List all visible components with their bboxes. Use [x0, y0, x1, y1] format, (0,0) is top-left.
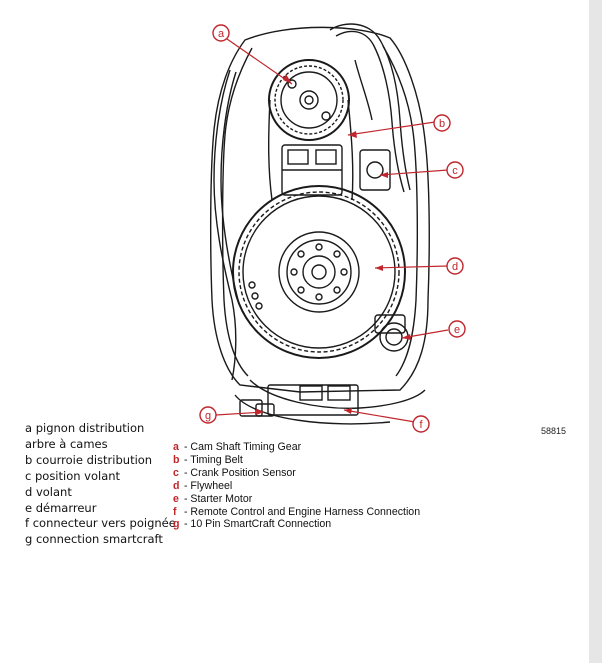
- callout-e-label: e: [454, 324, 460, 336]
- legend-label: - Timing Belt: [183, 453, 243, 466]
- callout-b-circle: [433, 114, 451, 132]
- legend-row: b - Timing Belt: [173, 454, 420, 467]
- callout-a-circle: [212, 24, 230, 42]
- callout-c-label: c: [452, 165, 458, 177]
- legend-key: a: [173, 441, 179, 453]
- note-line: g connection smartcraft: [25, 532, 163, 547]
- callout-g-label: g: [205, 410, 211, 422]
- legend-label: - Remote Control and Engine Harness Conn…: [183, 505, 421, 518]
- legend-key: d: [173, 479, 180, 492]
- note-line: arbre à cames: [25, 436, 108, 451]
- legend-label: - Flywheel: [183, 479, 233, 492]
- note-line: d volant: [25, 484, 72, 499]
- legend-row: c - Crank Position Sensor: [173, 467, 420, 480]
- note-line: e démarreur: [25, 500, 97, 515]
- legend-row: a - Cam Shaft Timing Gear: [173, 441, 420, 454]
- legend-label: - Starter Motor: [183, 492, 253, 505]
- note-line: b courroie distribution: [25, 452, 153, 467]
- note-line: f connecteur vers poignée: [25, 516, 176, 531]
- note-line: c position volant: [25, 468, 121, 483]
- french-notes: a pignon distribution arbre à cames b co…: [25, 421, 176, 548]
- note-line: a pignon distribution: [25, 421, 145, 435]
- legend-label: - 10 Pin SmartCraft Connection: [183, 518, 332, 531]
- callout-f-label: f: [419, 419, 423, 431]
- callout-f-circle: [412, 415, 430, 433]
- callout-c-circle: [446, 161, 464, 179]
- engine-diagram: a b c d e f g: [199, 23, 466, 433]
- side-scroll-strip: [589, 0, 602, 663]
- figure-number: 58815: [541, 426, 567, 436]
- callout-g-circle: [199, 406, 217, 424]
- diagram-legend: a - Cam Shaft Timing Gear b - Timing Bel…: [173, 441, 420, 531]
- callout-e-circle: [448, 320, 466, 338]
- legend-row: g - 10 Pin SmartCraft Connection: [173, 518, 420, 531]
- legend-key: e: [173, 492, 179, 505]
- legend-row: f - Remote Control and Engine Harness Co…: [173, 506, 420, 519]
- callout-d-circle: [446, 257, 464, 275]
- legend-label: - Cam Shaft Timing Gear: [183, 441, 302, 453]
- legend-row: d - Flywheel: [173, 480, 420, 493]
- legend-key: g: [173, 518, 180, 531]
- legend-label: - Crank Position Sensor: [183, 466, 296, 479]
- callout-b-label: b: [439, 118, 445, 130]
- legend-key: f: [173, 505, 177, 518]
- callout-d-label: d: [452, 261, 458, 273]
- engine-outline: [209, 26, 430, 393]
- legend-row: e - Starter Motor: [173, 493, 420, 506]
- callout-a-label: a: [218, 28, 225, 40]
- legend-key: c: [173, 466, 179, 479]
- legend-key: b: [173, 453, 180, 466]
